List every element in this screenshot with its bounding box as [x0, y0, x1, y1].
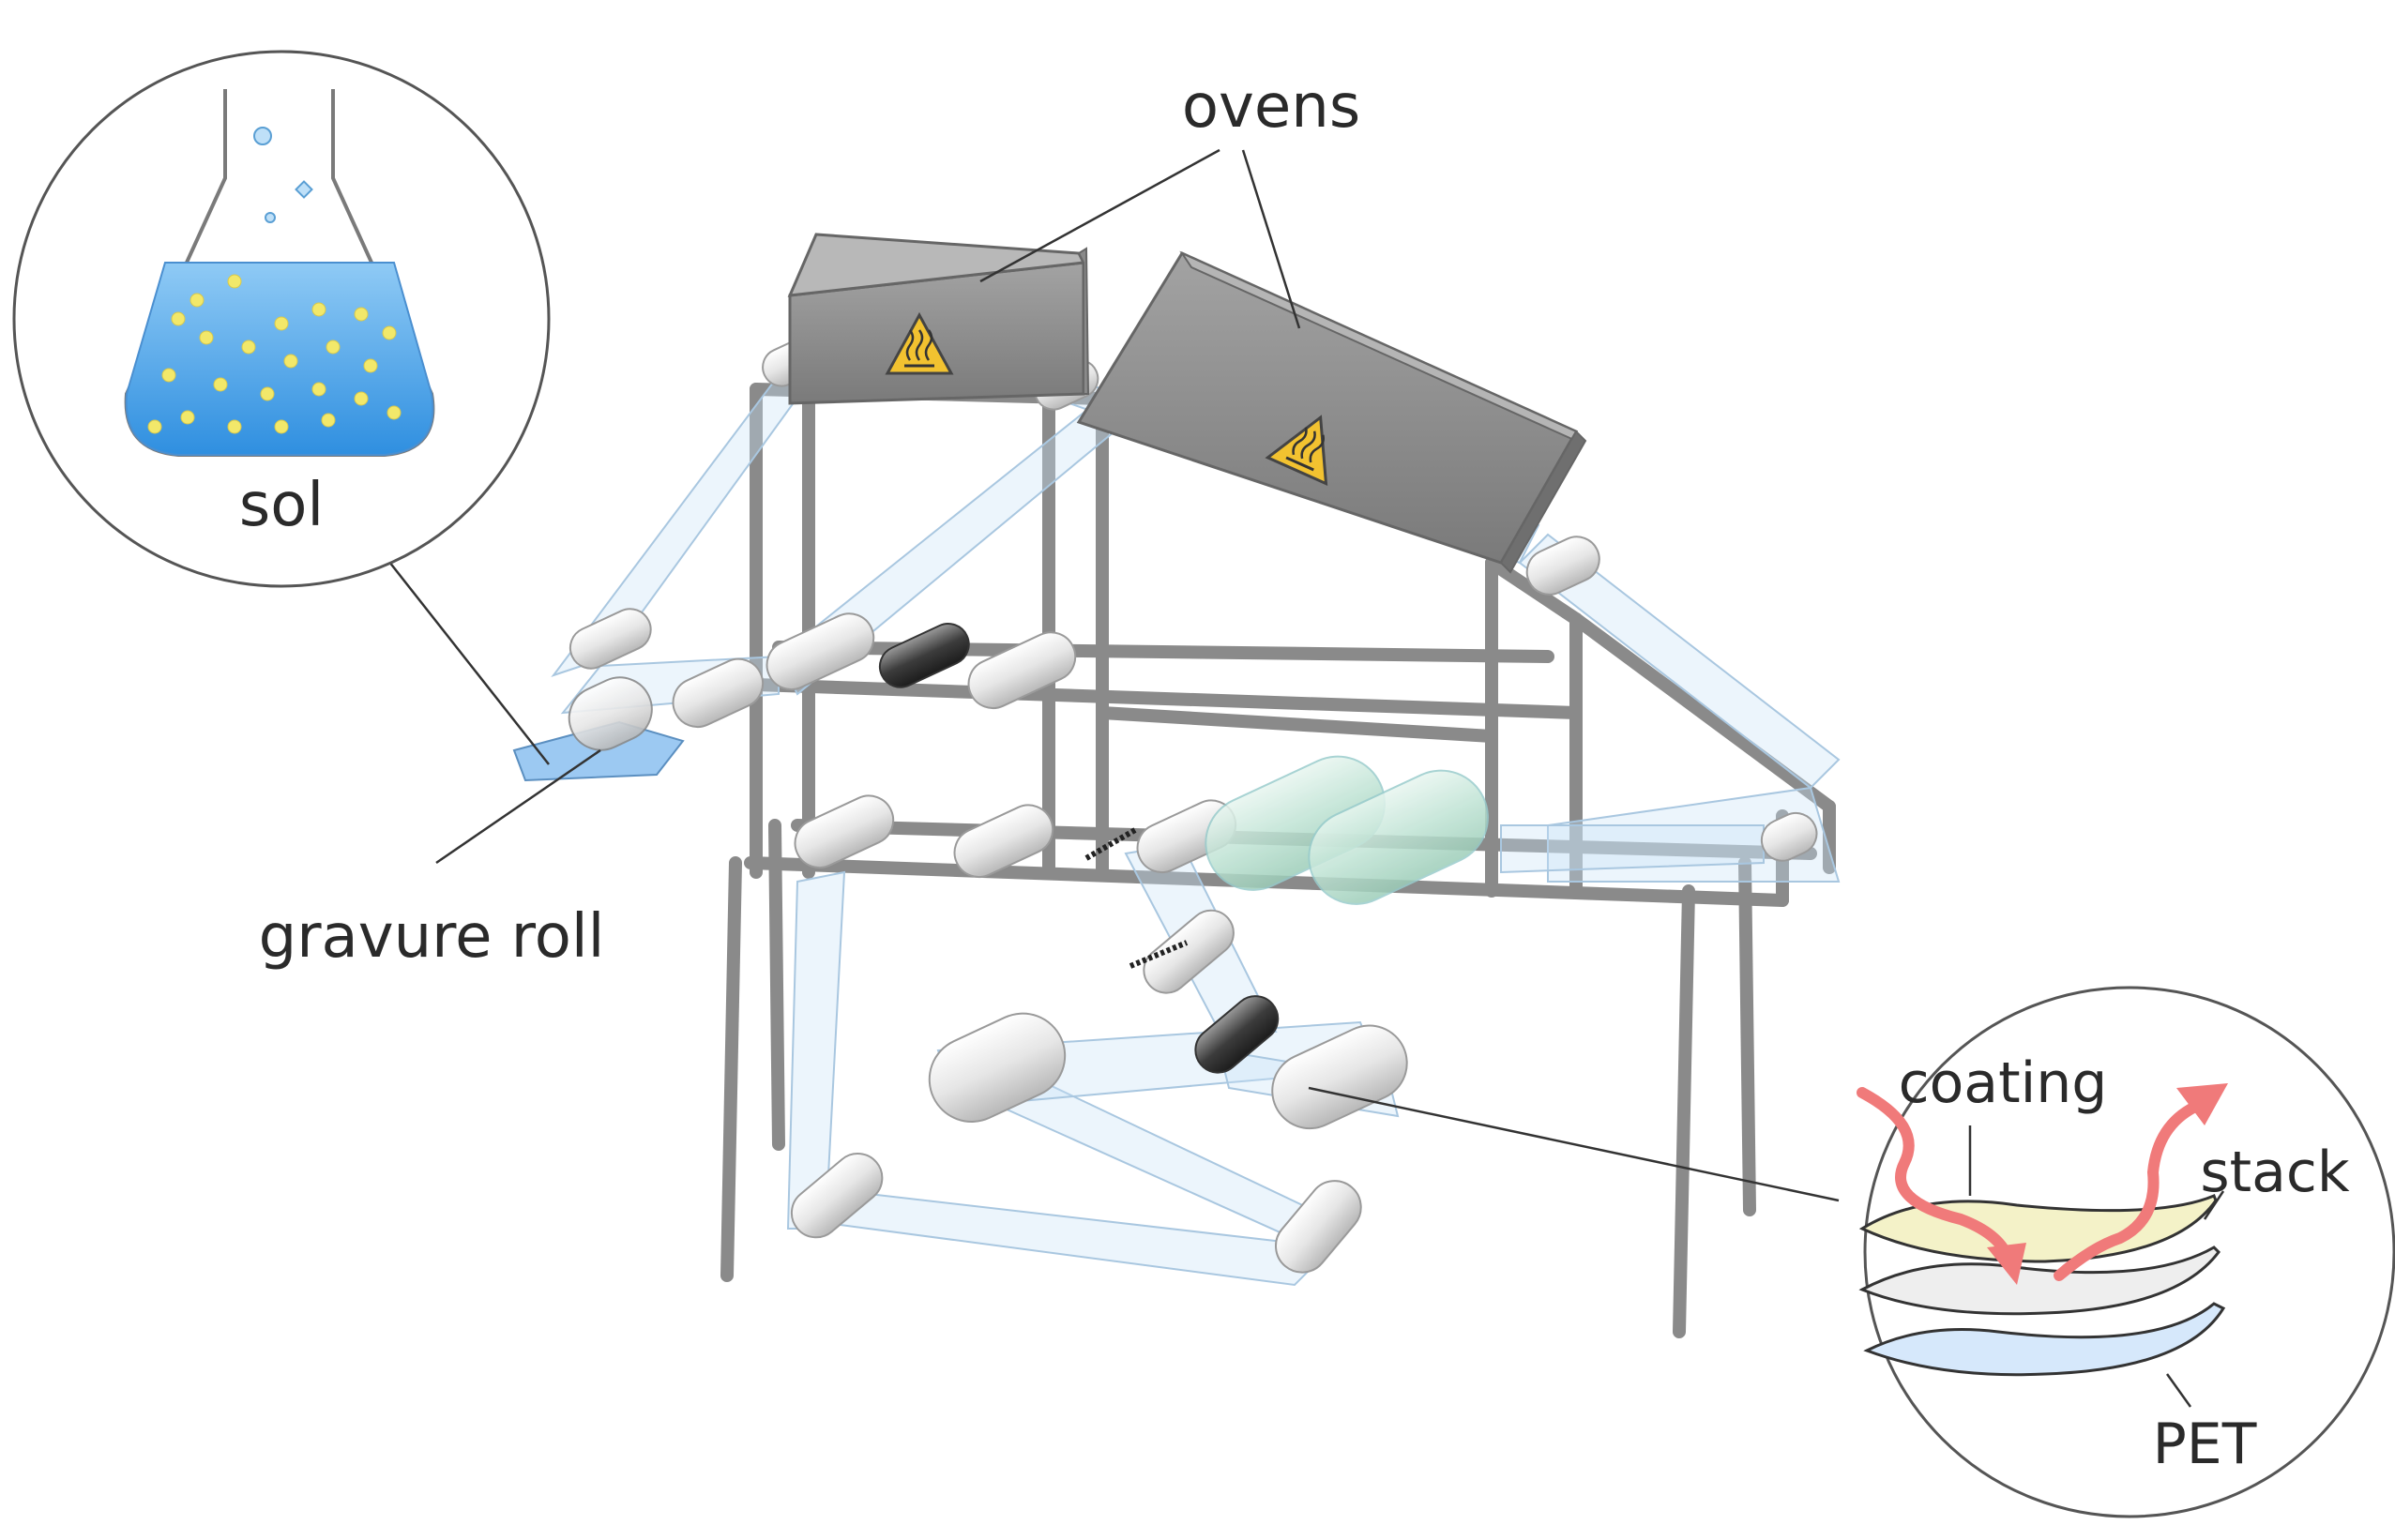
pet-label: PET: [2153, 1412, 2257, 1477]
roller: [928, 1012, 1067, 1123]
sol-particles: [147, 274, 402, 434]
roller: [794, 794, 895, 869]
incident-light-arrow: [1857, 1087, 2026, 1285]
stack-label: stack: [2200, 1140, 2350, 1205]
oven-1: [787, 233, 1090, 405]
gravure-roll-label: gravure roll: [259, 902, 605, 972]
roller: [1274, 1180, 1362, 1274]
roller: [765, 612, 875, 691]
reflected-light-arrow: [2054, 1083, 2228, 1281]
coating-label: coating: [1899, 1050, 2108, 1116]
erlenmeyer-flask-icon: [124, 89, 435, 457]
pet-layer: [1863, 1302, 2226, 1377]
hot-surface-warning-icon: [1265, 415, 1328, 486]
roller: [672, 657, 765, 729]
roller: [953, 804, 1054, 879]
green-roller: [1308, 769, 1489, 905]
roller: [1194, 995, 1280, 1074]
roller: [790, 1153, 884, 1239]
roller: [1525, 536, 1600, 596]
roller: [1143, 909, 1235, 994]
oven-2: [1076, 250, 1587, 574]
roller: [878, 623, 970, 688]
gravure-roll: [568, 676, 653, 751]
middle-layer: [1858, 1246, 2221, 1316]
hot-surface-warning-icon: [885, 311, 954, 375]
leader-lines: [374, 148, 1840, 1202]
roller: [568, 608, 652, 670]
roller: [967, 631, 1077, 710]
ovens-label: ovens: [1182, 72, 1360, 142]
sol-label: sol: [239, 471, 324, 540]
roller: [1760, 811, 1818, 862]
rollers: [568, 335, 1818, 1274]
stack-inset: coating stack PET: [1857, 986, 2395, 1518]
sol-inset: sol: [12, 50, 551, 588]
